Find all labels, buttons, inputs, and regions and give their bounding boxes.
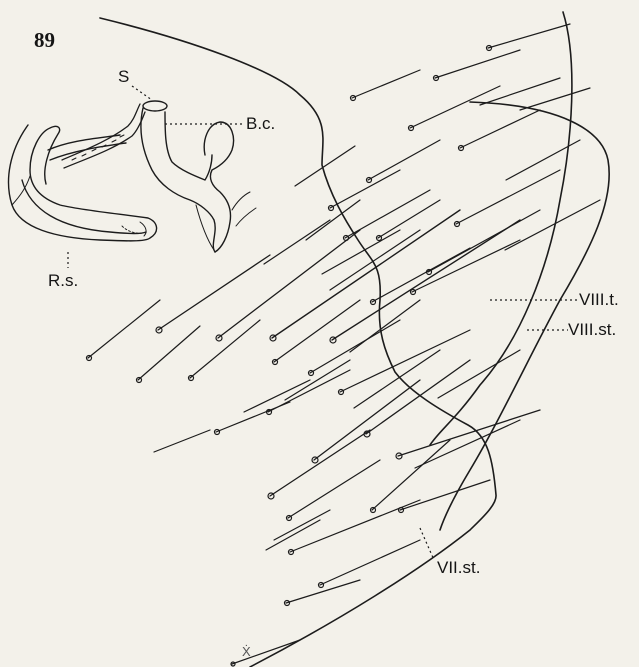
label-sternite-viii: VIII.st. xyxy=(568,321,616,338)
artist-signature: Ẋ xyxy=(242,645,251,658)
label-s: S xyxy=(118,68,129,85)
body-outlines xyxy=(100,12,609,667)
label-bursa-copulatrix: B.c. xyxy=(246,115,275,132)
receptaculum-seminis xyxy=(9,125,157,241)
leader-vii-st xyxy=(420,528,434,560)
label-receptaculum-seminis: R.s. xyxy=(48,272,78,289)
spermathecal-duct xyxy=(62,104,145,168)
tergite-viii-outline xyxy=(430,12,572,445)
label-tergite-viii: VIII.t. xyxy=(579,291,619,308)
label-sternite-vii: VII.st. xyxy=(437,559,480,576)
bursa-copulatrix xyxy=(141,101,256,252)
figure-number: 89 xyxy=(34,30,55,51)
leader-s xyxy=(132,86,152,100)
